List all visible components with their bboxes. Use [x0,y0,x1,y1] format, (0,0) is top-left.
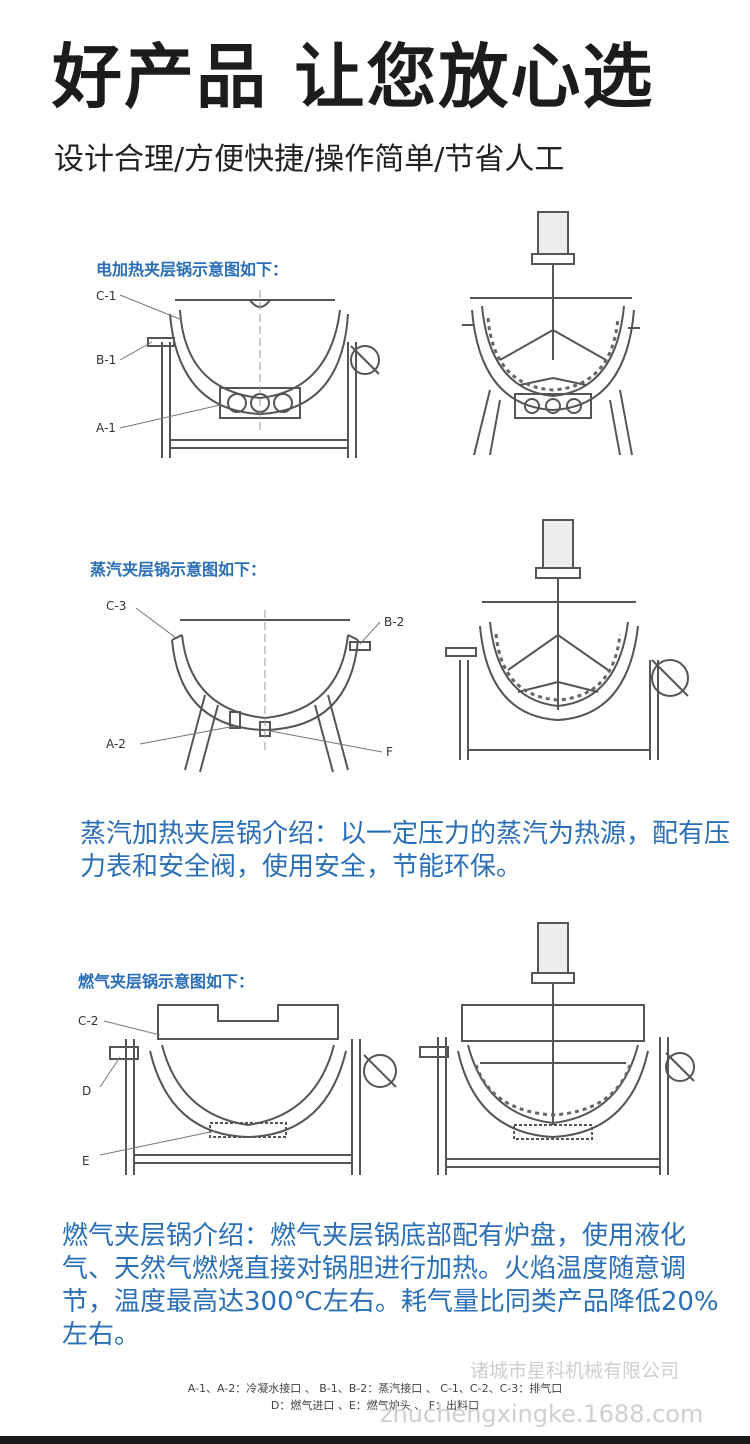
callout-a2: A-2 [106,737,126,751]
legend-line-1: A-1、A-2：冷凝水接口 、 B-1、B-2：蒸汽接口 、 C-1、C-2、C… [187,1382,563,1395]
callout-b2: B-2 [384,615,404,629]
steam-front-drawing [438,510,698,770]
electric-diagram-label: 电加热夹层锅示意图如下： [96,260,289,279]
callout-b1: B-1 [96,353,116,367]
page-subtitle: 设计合理/方便快捷/操作简单/节省人工 [54,142,565,177]
gas-intro-text: 燃气夹层锅介绍：燃气夹层锅底部配有炉盘，使用液化气、天然气燃烧直接对锅胆进行加热… [62,1221,719,1350]
callout-c3: C-3 [106,599,126,613]
bottom-bar [0,1436,750,1444]
steam-side-drawing: C-3 B-2 A-2 F [100,590,420,790]
page-headline: 好产品 让您放心选 [52,36,655,118]
callout-e: E [82,1154,90,1168]
legend-line-2: D：燃气进口 、E：燃气炉头 、 F：出料口 [270,1399,480,1412]
gas-side-drawing: C-2 D E [70,995,410,1185]
legend: A-1、A-2：冷凝水接口 、 B-1、B-2：蒸汽接口 、 C-1、C-2、C… [150,1380,600,1414]
callout-c1: C-1 [96,289,116,303]
callout-f: F [386,745,393,759]
watermark-site: zhuchengxingke.1688.com [380,1400,704,1428]
steam-intro-text: 蒸汽加热夹层锅介绍：以一定压力的蒸汽为热源，配有压力表和安全阀，使用安全，节能环… [80,819,731,882]
callout-d: D [82,1084,91,1098]
steam-diagram-label: 蒸汽夹层锅示意图如下： [90,560,267,579]
callout-c2: C-2 [78,1014,98,1028]
gas-diagram-label: 燃气夹层锅示意图如下： [78,972,255,991]
electric-side-drawing: C-1 B-1 A-1 [90,280,380,470]
gas-front-drawing [410,915,700,1180]
callout-a1: A-1 [96,421,116,435]
electric-front-drawing [460,210,640,460]
watermark-company: 诸城市星科机械有限公司 [470,1360,680,1382]
